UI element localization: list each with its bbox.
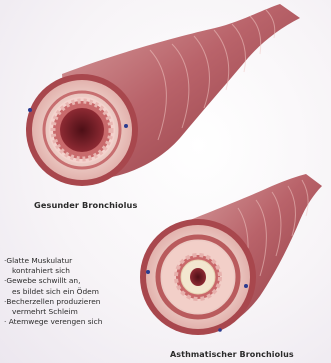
- asthmatic-lumen: [190, 268, 206, 286]
- list-item-continuation: es bildet sich ein Ödem: [4, 287, 102, 297]
- list-item: ·Gewebe schwillt an,: [4, 276, 102, 286]
- asthmatic-bronchiole: [140, 174, 322, 335]
- healthy-lumen: [60, 108, 104, 152]
- list-item: ·Glatte Muskulatur: [4, 256, 102, 266]
- asthma-changes-list: ·Glatte Muskulatur kontrahiert sich ·Gew…: [4, 256, 102, 327]
- asthmatic-bronchiole-label: Asthmatischer Bronchiolus: [170, 350, 294, 359]
- list-item: · Atemwege verengen sich: [4, 317, 102, 327]
- list-item-continuation: vermehrt Schleim: [4, 307, 102, 317]
- healthy-bronchiole: [26, 4, 300, 186]
- list-item-continuation: kontrahiert sich: [4, 266, 102, 276]
- list-item: ·Becherzellen produzieren: [4, 297, 102, 307]
- healthy-bronchiole-label: Gesunder Bronchiolus: [34, 200, 137, 210]
